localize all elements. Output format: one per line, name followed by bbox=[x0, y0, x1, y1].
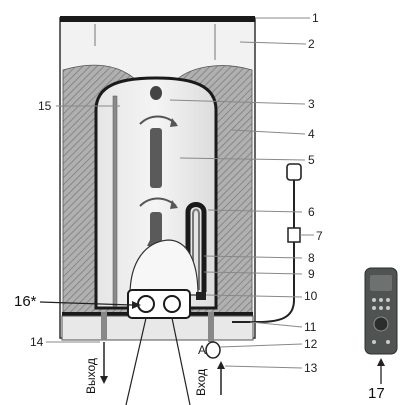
hot-water-intake bbox=[150, 86, 162, 100]
hot-water-pipe bbox=[150, 128, 162, 188]
callout-12: 12 bbox=[304, 337, 318, 351]
remote-control bbox=[364, 267, 398, 355]
power-cord bbox=[232, 176, 295, 323]
control-knob-left bbox=[137, 295, 155, 313]
callout-14: 14 bbox=[30, 335, 44, 349]
heating-element bbox=[185, 202, 207, 292]
callout-13: 13 bbox=[304, 361, 318, 375]
anode-rod bbox=[112, 95, 118, 307]
callout-5: 5 bbox=[308, 153, 315, 167]
point-a-label: A bbox=[198, 343, 206, 357]
callout-3: 3 bbox=[308, 97, 315, 111]
inlet-label: Вход bbox=[194, 369, 208, 396]
top-cap bbox=[60, 16, 255, 22]
flange-cover bbox=[129, 239, 199, 296]
power-plug bbox=[286, 163, 302, 181]
callout-7: 7 bbox=[316, 229, 323, 243]
callout-11: 11 bbox=[304, 320, 317, 334]
outlet-pipe bbox=[101, 312, 107, 340]
rcd-device bbox=[287, 227, 301, 243]
callout-1: 1 bbox=[312, 11, 319, 25]
control-knob-right bbox=[163, 295, 181, 313]
callout-17: 17 bbox=[368, 385, 385, 402]
callout-16: 16* bbox=[14, 293, 37, 310]
callout-10: 10 bbox=[304, 289, 318, 303]
callout-4: 4 bbox=[308, 127, 315, 141]
safety-valve bbox=[205, 341, 221, 359]
callout-2: 2 bbox=[308, 37, 315, 51]
callout-8: 8 bbox=[308, 251, 315, 265]
outlet-label: Выход bbox=[84, 358, 98, 394]
inlet-pipe bbox=[208, 312, 214, 342]
callout-6: 6 bbox=[308, 205, 315, 219]
callout-9: 9 bbox=[308, 267, 315, 281]
callout-15: 15 bbox=[38, 99, 52, 113]
